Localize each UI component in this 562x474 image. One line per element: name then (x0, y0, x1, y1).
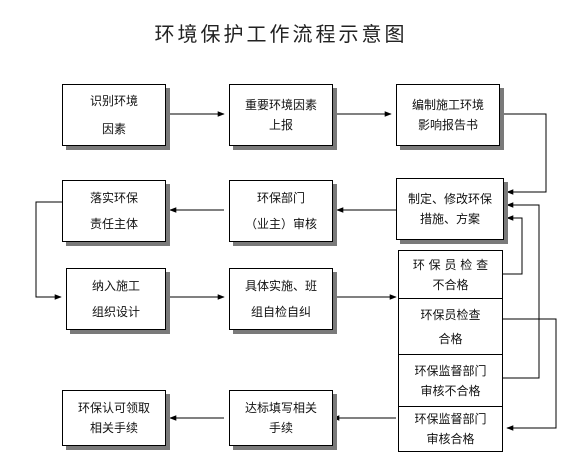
node-inspector-pass: 环保员检查 合格 (398, 298, 503, 355)
node-inspector-pass-line1: 环保员检查 (420, 307, 481, 322)
node-design-line2: 组织设计 (91, 305, 140, 319)
node-form-line1: 达标填写相关 (244, 401, 317, 415)
node-inspector-fail: 环 保 员 检 查 不合格 (398, 250, 503, 299)
node-supervisor-pass: 环保监督部门 审核合格 (398, 406, 503, 452)
node-compile-line2: 影响报告书 (417, 118, 478, 132)
arrow-compile-to-formulate (500, 113, 547, 195)
node-important-line2: 上报 (268, 118, 293, 132)
arrow-inspector-fail-feedback (503, 215, 523, 275)
node-formulate-line2: 措施、方案 (419, 212, 480, 226)
node-supervisor-pass-line1: 环保监督部门 (414, 412, 487, 426)
node-compile-line1: 编制施工环境 (411, 98, 484, 112)
node-supervisor-fail-line1: 环保监督部门 (414, 363, 487, 378)
node-review-line1: 环保部门 (256, 191, 305, 205)
node-certificate-line1: 环保认可领取 (77, 401, 150, 415)
node-formulate-measures: 制定、修改环保 措施、方案 (396, 178, 504, 240)
node-certificate-line2: 相关手续 (89, 421, 138, 435)
node-important-line1: 重要环境因素 (244, 98, 317, 112)
arrow-inspector-pass-to-supervisor (503, 318, 557, 431)
node-execute-line1: 具体实施、班 (244, 279, 317, 293)
node-inspector-fail-line1: 环 保 员 检 查 (412, 257, 489, 272)
node-supervisor-fail-line2: 审核不合格 (420, 383, 481, 398)
node-compile-report: 编制施工环境 影响报告书 (396, 84, 500, 146)
node-certificate: 环保认可领取 相关手续 (62, 390, 166, 446)
node-supervisor-pass-line2: 审核合格 (426, 432, 475, 446)
node-subject-line2: 责任主体 (89, 217, 138, 231)
node-identify-line2: 因素 (101, 122, 126, 136)
node-identify: 识别环境 因素 (62, 84, 166, 146)
node-subject-line1: 落实环保 (89, 191, 138, 205)
node-execute-line2: 组自检自纠 (250, 305, 311, 319)
node-formulate-line1: 制定、修改环保 (407, 192, 492, 206)
node-review-line2: （业主）审核 (244, 217, 317, 231)
node-dept-review: 环保部门 （业主）审核 (229, 180, 333, 242)
node-fill-form: 达标填写相关 手续 (229, 390, 333, 446)
diagram-title: 环境保护工作流程示意图 (154, 22, 408, 46)
node-form-line2: 手续 (268, 421, 293, 435)
node-execute: 具体实施、班 组自检自纠 (229, 268, 333, 330)
node-identify-line1: 识别环境 (89, 94, 138, 108)
node-implement-subject: 落实环保 责任主体 (62, 180, 166, 242)
arrow-subject-to-design (35, 201, 62, 300)
node-important-factors: 重要环境因素 上报 (229, 84, 333, 146)
arrow-supervisor-fail-feedback (503, 202, 540, 379)
node-inspector-fail-line2: 不合格 (432, 277, 469, 292)
node-supervisor-fail: 环保监督部门 审核不合格 (398, 354, 503, 407)
node-construction-design: 纳入施工 组织设计 (66, 268, 166, 330)
node-design-line1: 纳入施工 (91, 279, 140, 293)
node-inspector-pass-line2: 合格 (438, 331, 463, 346)
